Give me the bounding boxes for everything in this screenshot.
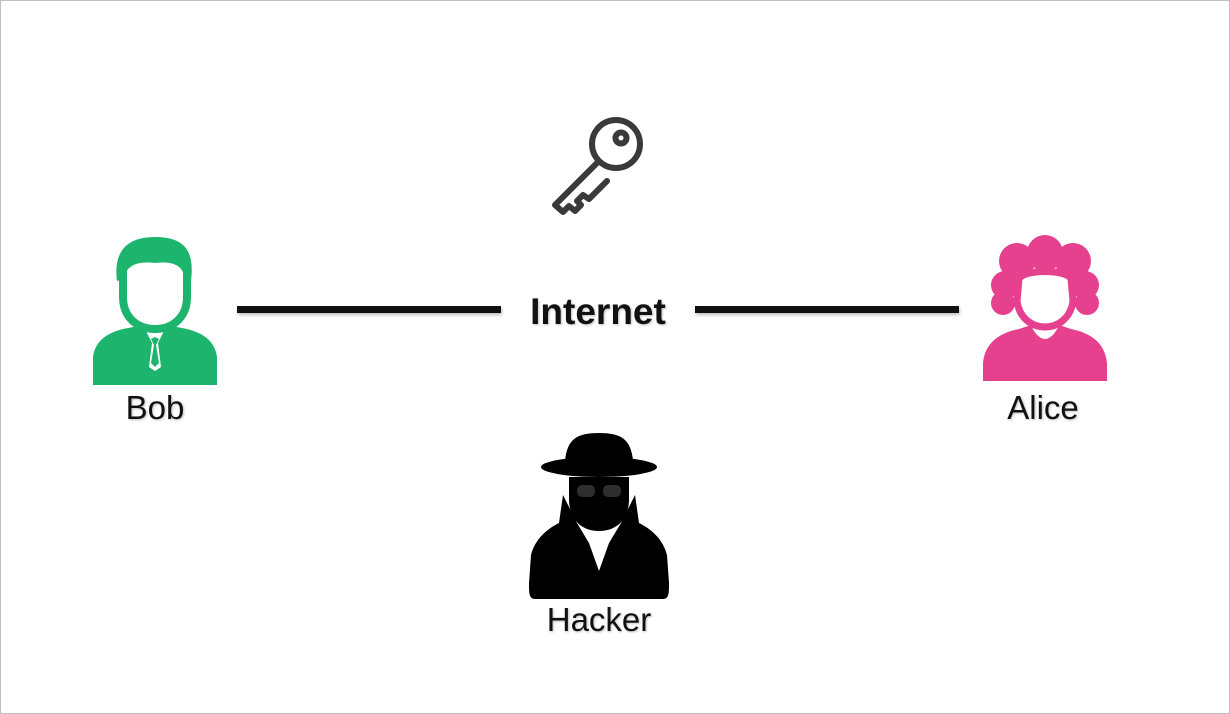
alice-label: Alice — [1007, 389, 1079, 426]
bob-person-icon — [93, 237, 217, 385]
connection-line-right — [695, 306, 959, 313]
connection-line-left — [237, 306, 501, 313]
bob-label: Bob — [125, 389, 185, 426]
hacker-icon — [529, 433, 669, 599]
key-icon — [552, 117, 643, 215]
hacker-label: Hacker — [546, 601, 652, 638]
alice-person-icon — [983, 235, 1107, 381]
internet-label: Internet — [530, 291, 666, 332]
